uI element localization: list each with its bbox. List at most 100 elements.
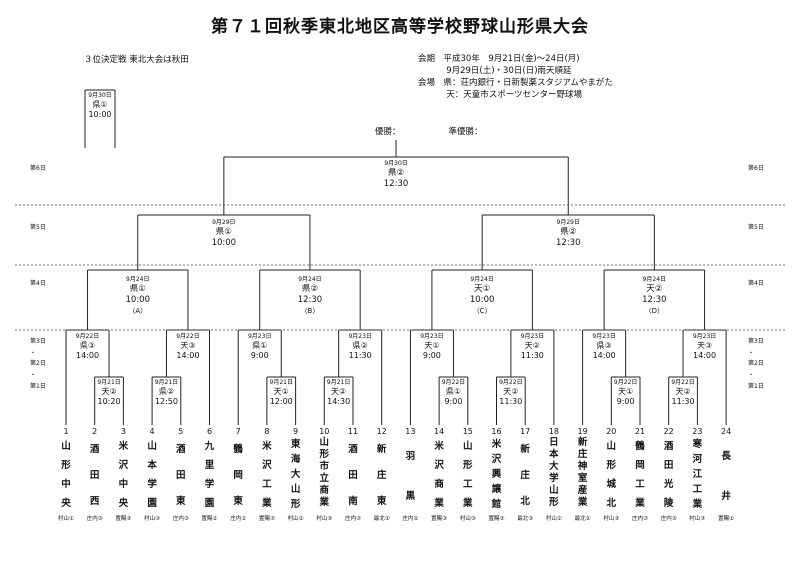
- team-name: 新庄神室産業: [577, 437, 588, 508]
- team-number: 21: [634, 427, 646, 436]
- team-number: 17: [520, 427, 531, 436]
- team-region: 置賜②: [201, 516, 218, 522]
- day-label-d3: 第3日: [30, 338, 46, 345]
- winners-line: 優勝：準優勝：: [375, 125, 531, 137]
- match-time: 14:00: [592, 351, 616, 360]
- team-region: 村山③: [603, 516, 620, 522]
- venue1-text: 会場 県：荘内銀行・日新製薬スタジアムやまがた: [418, 78, 613, 88]
- match-date: 9月21日: [326, 379, 351, 386]
- team-number: 15: [462, 427, 473, 436]
- team-name: 山形工業: [463, 441, 473, 509]
- team-number: 7: [235, 427, 241, 436]
- team-region: 置賜③: [115, 516, 132, 522]
- match-venue: 県②: [301, 284, 318, 294]
- team-number: 3: [120, 427, 126, 436]
- match-venue: 県①: [129, 284, 146, 294]
- match-venue: 天③: [180, 341, 196, 350]
- match-date: 9月30日: [384, 160, 408, 167]
- match-time: 11:30: [671, 397, 695, 406]
- match-venue: 県①: [92, 100, 108, 109]
- match-date: 9月23日: [520, 333, 545, 340]
- team-region: 村山③: [459, 516, 476, 522]
- team-name: 新庄東: [376, 444, 387, 507]
- match-time: 9:00: [422, 351, 441, 360]
- match-date: 9月22日: [671, 379, 695, 386]
- team-name: 酒田西: [89, 444, 100, 507]
- schedule-info: 会期 平成30年 9月21日(金)～24日(月) 9月29日(土)・30日(日)…: [418, 53, 613, 101]
- match-venue: 天②: [675, 387, 691, 396]
- match-date: 9月23日: [592, 333, 616, 340]
- match-time: 9:00: [444, 397, 463, 406]
- match-time: 12:30: [297, 295, 323, 305]
- match-date: 9月24日: [126, 276, 150, 283]
- match-venue: 県③: [596, 341, 612, 350]
- team-number: 1: [63, 427, 69, 436]
- match-group: （B）: [300, 307, 320, 315]
- match-venue: 天①: [273, 387, 289, 396]
- match-time: 10:00: [469, 295, 495, 305]
- match-time: 9:00: [250, 351, 269, 360]
- match-date: 9月22日: [441, 379, 466, 386]
- team-region: 庄内③: [345, 516, 361, 522]
- day-label-d6: 第6日: [748, 165, 764, 172]
- team-number: 18: [548, 427, 559, 436]
- team-number: 20: [606, 427, 617, 436]
- match-time: 11:30: [520, 351, 544, 360]
- team-name: 九里学園: [204, 441, 215, 509]
- day-label-d2: 第2日: [30, 360, 46, 367]
- match-time: 11:30: [499, 397, 523, 406]
- team-region: 最北③: [517, 516, 534, 522]
- match-date: 9月24日: [298, 276, 322, 283]
- match-time: 12:30: [642, 295, 667, 305]
- team-name: 鶴岡工業: [635, 441, 645, 509]
- team-name: 米沢興譲館: [491, 439, 502, 510]
- match-venue: 県①: [215, 227, 232, 237]
- third-place-label: ３位決定戦 東北大会は秋田: [84, 55, 189, 65]
- team-region: 村山②: [545, 516, 562, 522]
- match-date: 9月22日: [176, 333, 200, 340]
- match-venue: 県②: [352, 341, 368, 350]
- day-label-dot: ・: [30, 372, 37, 379]
- match-date: 9月24日: [642, 276, 667, 283]
- match-group: （D）: [644, 307, 665, 315]
- match-time: 10:00: [211, 238, 237, 248]
- match-time: 12:30: [556, 238, 581, 248]
- team-name: 山本学園: [147, 441, 157, 509]
- team-name: 酒田南: [348, 444, 358, 507]
- team-number: 19: [577, 427, 588, 436]
- team-number: 4: [149, 427, 155, 436]
- team-number: 2: [92, 427, 98, 436]
- team-region: 村山②: [287, 516, 304, 522]
- match-venue: 県②: [387, 168, 405, 178]
- page-title: 第７１回秋季東北地区高等学校野球山形県大会: [211, 17, 589, 37]
- match-time: 11:30: [348, 351, 372, 360]
- match-time: 10:00: [125, 295, 151, 305]
- match-date: 9月24日: [470, 276, 494, 283]
- team-number: 13: [405, 427, 416, 436]
- match-venue: 天①: [618, 387, 634, 396]
- match-date: 9月29日: [212, 219, 236, 226]
- match-venue: 天②: [524, 341, 540, 350]
- team-region: 庄内①: [402, 516, 419, 522]
- match-venue: 天③: [696, 341, 713, 350]
- team-region: 庄内③: [172, 516, 189, 522]
- match-date: 9月22日: [499, 379, 523, 386]
- day-label-d5: 第5日: [748, 224, 764, 231]
- team-region: 村山③: [316, 516, 333, 522]
- match-date: 9月23日: [420, 333, 444, 340]
- team-number: 10: [319, 427, 330, 436]
- day-label-d4: 第4日: [30, 280, 46, 287]
- match-time: 12:00: [269, 397, 293, 406]
- match-date: 9月22日: [75, 333, 100, 340]
- match-date: 9月21日: [269, 379, 293, 386]
